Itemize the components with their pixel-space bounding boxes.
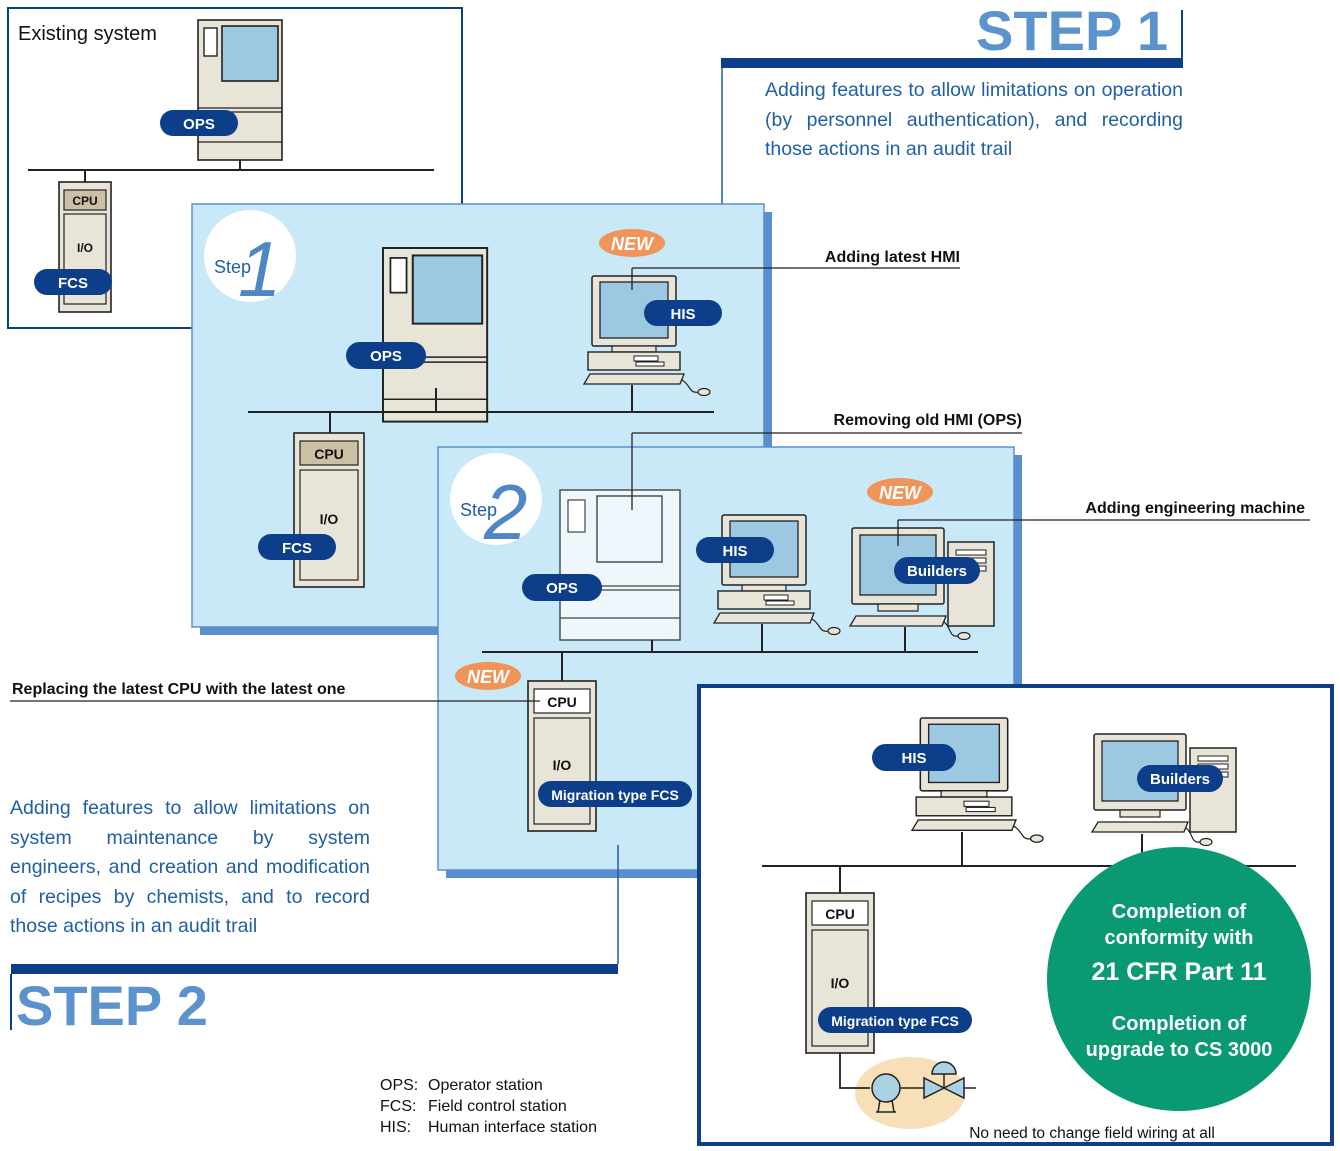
callout-cpu-text: Replacing the latest CPU with the latest… xyxy=(12,681,345,698)
callout-eng-machine: Adding engineering machine xyxy=(897,500,1310,546)
his-badge-label: HIS xyxy=(670,306,695,323)
new-badge xyxy=(599,229,665,257)
step2-badge-num: 2 xyxy=(483,468,527,556)
step1-description: Adding features to allow limitations on … xyxy=(765,79,1183,160)
new-badge xyxy=(867,478,933,506)
new-badge-label: NEW xyxy=(879,483,923,503)
callout-latest-hmi-text: Adding latest HMI xyxy=(825,249,960,266)
fcs-badge xyxy=(34,269,112,295)
legend-abbr: HIS: xyxy=(380,1119,412,1136)
legend-fcs: FCS: Field control station xyxy=(380,1098,567,1116)
cpu-label: CPU xyxy=(72,194,97,208)
legend-abbr: FCS: xyxy=(380,1098,417,1115)
upgrade-line-2: upgrade to CS 3000 xyxy=(1086,1039,1273,1061)
upgrade-line-1: Completion of xyxy=(1112,1013,1247,1035)
callout-cpu: Replacing the latest CPU with the latest… xyxy=(10,681,540,702)
completion-line-2: conformity with xyxy=(1105,927,1254,949)
step1-badge-num: 1 xyxy=(238,225,281,313)
cpu-label: CPU xyxy=(314,446,344,462)
step2-description: Adding features to allow limitations on … xyxy=(10,797,370,937)
fcs-badge-label: FCS xyxy=(58,275,88,292)
step2-header: STEP 2 xyxy=(10,845,619,1037)
field-wiring-note: No need to change field wiring at all xyxy=(969,1125,1215,1142)
new-badge xyxy=(455,662,521,690)
pump-icon xyxy=(871,1073,901,1103)
valve-icon xyxy=(923,1076,946,1100)
legend-his: HIS: Human interface station xyxy=(380,1119,597,1137)
io-label: I/O xyxy=(320,511,339,527)
callout-latest-hmi: Adding latest HMI xyxy=(631,249,960,290)
completion-badge xyxy=(1047,847,1311,1111)
legend-abbr: OPS: xyxy=(380,1077,419,1094)
callout-remove-ops: Removing old HMI (OPS) xyxy=(631,412,1022,510)
callout-eng-text: Adding engineering machine xyxy=(1085,500,1305,517)
builders-badge-label: Builders xyxy=(1150,771,1210,788)
io-label: I/O xyxy=(553,757,572,773)
step2-badge xyxy=(450,453,542,545)
fcs-badge-label: Migration type FCS xyxy=(551,787,679,803)
ops-cabinet-icon xyxy=(197,19,283,161)
ops-badge-label: OPS xyxy=(546,580,578,597)
completion-line-1: Completion of xyxy=(1112,901,1247,923)
legend-text: Human interface station xyxy=(428,1119,597,1136)
cpu-label: CPU xyxy=(547,694,577,710)
existing-system-title: Existing system xyxy=(18,23,157,45)
io-label: I/O xyxy=(77,241,93,255)
final-system: HIS Builders CPU I/O Migration type FCS … xyxy=(697,684,1334,1146)
new-badge-label: NEW xyxy=(467,667,511,687)
step1-badge xyxy=(204,210,296,302)
his-badge-label: HIS xyxy=(901,750,926,767)
builders-badge-label: Builders xyxy=(907,563,967,580)
ops-badge-label: OPS xyxy=(183,116,215,133)
fcs-badge-label: Migration type FCS xyxy=(831,1013,959,1029)
step1-header: STEP 1 xyxy=(721,0,1183,246)
step1-badge-word: Step xyxy=(214,257,251,277)
legend-ops: OPS: Operator station xyxy=(380,1077,543,1095)
ops-badge-label: OPS xyxy=(370,348,402,365)
step1-heading: STEP 1 xyxy=(976,0,1168,62)
legend-text: Operator station xyxy=(428,1077,543,1094)
new-badge-label: NEW xyxy=(611,234,655,254)
fcs-badge-label: FCS xyxy=(282,540,312,557)
ops-badge xyxy=(160,110,238,136)
cpu-label: CPU xyxy=(825,906,855,922)
legend-text: Field control station xyxy=(428,1098,567,1115)
cfr-label: 21 CFR Part 11 xyxy=(1091,958,1266,986)
callout-remove-ops-text: Removing old HMI (OPS) xyxy=(834,412,1022,429)
io-label: I/O xyxy=(831,975,850,991)
step2-heading: STEP 2 xyxy=(16,974,208,1037)
step2-badge-word: Step xyxy=(460,500,497,520)
his-badge-label: HIS xyxy=(722,543,747,560)
removed-ops-icon xyxy=(559,489,681,641)
